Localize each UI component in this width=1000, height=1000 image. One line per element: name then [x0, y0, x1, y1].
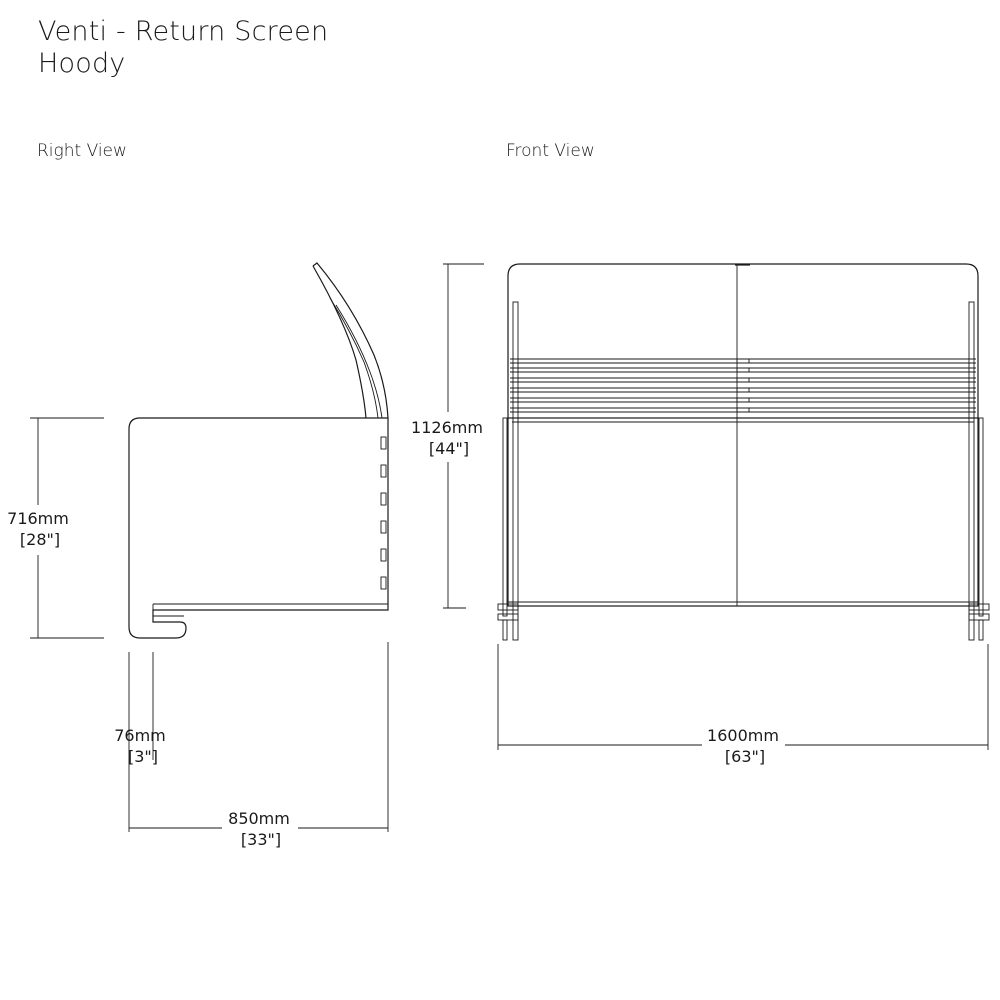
right-view-label: Right View	[37, 141, 127, 161]
right-view-slots	[380, 436, 387, 590]
right-view: 716mm [28"] 76mm [3"] 850mm [33"]	[7, 262, 389, 849]
dim-width: 1600mm [63"]	[497, 644, 989, 766]
slot	[380, 492, 387, 506]
front-view-right-post	[968, 301, 990, 641]
dim-height-right-mm: 716mm	[7, 509, 69, 528]
slot	[380, 436, 387, 450]
dim-width-mm: 1600mm	[707, 726, 779, 745]
front-view-slats	[510, 358, 976, 413]
front-view-left-post	[497, 301, 519, 641]
slot	[380, 576, 387, 590]
slot	[380, 548, 387, 562]
right-view-body-outline	[128, 417, 389, 639]
title-line-2: Hoody	[38, 48, 126, 79]
right-view-foot-inner	[152, 604, 184, 617]
dim-width-inch: [63"]	[725, 747, 765, 766]
drawing-title: Venti - Return Screen Hoody	[38, 16, 328, 80]
dim-height-total-inch: [44"]	[429, 439, 469, 458]
dim-height-total: 1126mm [44"]	[411, 263, 484, 609]
front-view-label: Front View	[506, 141, 595, 161]
front-view-body	[507, 417, 979, 607]
title-line-1: Venti - Return Screen	[38, 16, 329, 47]
dim-depth-mm: 850mm	[228, 809, 290, 828]
dim-height-right-inch: [28"]	[20, 530, 60, 549]
slot	[380, 464, 387, 478]
dim-foot-depth-mm: 76mm	[114, 726, 166, 745]
dim-depth-inch: [33"]	[241, 830, 281, 849]
right-view-screen-panel	[312, 262, 389, 419]
front-view: 1126mm [44"] 1600mm [63"]	[411, 263, 990, 766]
dim-foot-depth-inch: [3"]	[128, 747, 158, 766]
slot	[380, 520, 387, 534]
front-view-screen-outline	[507, 263, 979, 418]
dim-depth: 76mm [3"] 850mm [33"]	[114, 642, 389, 849]
dim-height-right: 716mm [28"]	[7, 417, 104, 639]
dim-height-total-mm: 1126mm	[411, 418, 483, 437]
